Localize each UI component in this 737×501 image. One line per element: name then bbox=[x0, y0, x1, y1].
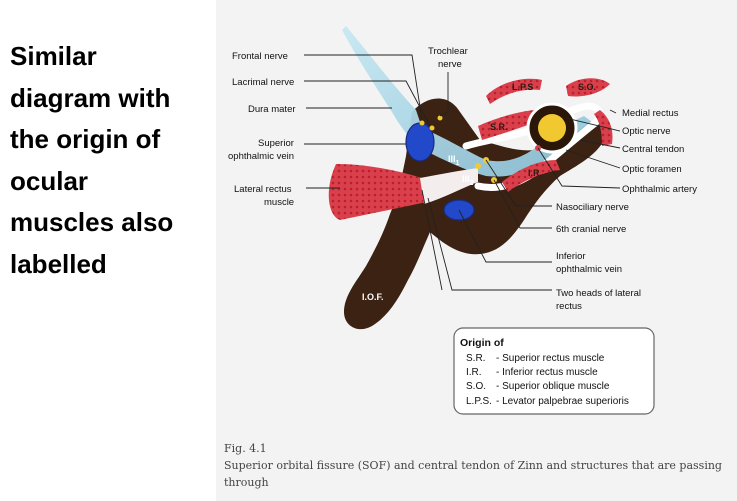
legend-text: - Superior oblique muscle bbox=[496, 381, 610, 392]
label-trochlear-nerve-1: Trochlear bbox=[428, 46, 468, 57]
label-optic-nerve: Optic nerve bbox=[622, 126, 671, 137]
slide-line: ocular bbox=[10, 161, 210, 203]
label-dura-mater: Dura mater bbox=[248, 104, 296, 115]
caption-text: Superior orbital fissure (SOF) and centr… bbox=[224, 459, 722, 489]
label-lateral-rectus-1: Lateral rectus bbox=[234, 184, 292, 195]
legend-text: - Superior rectus muscle bbox=[496, 353, 605, 364]
slide-line: labelled bbox=[10, 244, 210, 286]
slide-line: Similar bbox=[10, 36, 210, 78]
figure-number: Fig. 4.1 bbox=[224, 440, 729, 457]
legend-text: - Levator palpebrae superioris bbox=[496, 396, 629, 407]
frontal-nerve-dot bbox=[420, 121, 425, 126]
figure-panel: Frontal nerve Lacrimal nerve Dura mater … bbox=[216, 0, 737, 501]
marker-iof: I.O.F. bbox=[362, 292, 384, 302]
label-ophthalmic-artery: Ophthalmic artery bbox=[622, 184, 697, 195]
legend-abbr: I.R. bbox=[466, 367, 482, 378]
label-trochlear-nerve-2: nerve bbox=[438, 59, 462, 70]
slide-line: diagram with bbox=[10, 78, 210, 120]
figure-caption: Fig. 4.1 Superior orbital fissure (SOF) … bbox=[224, 440, 729, 491]
trochlear-nerve-dot bbox=[438, 116, 443, 121]
slide-line: muscles also bbox=[10, 202, 210, 244]
label-lateral-rectus-2: muscle bbox=[264, 197, 294, 208]
legend-abbr: L.P.S. bbox=[466, 396, 492, 407]
lacrimal-nerve-dot bbox=[430, 126, 435, 131]
label-superior-ophthalmic-vein-1: Superior bbox=[258, 138, 294, 149]
label-frontal-nerve: Frontal nerve bbox=[232, 51, 288, 62]
legend-abbr: S.O. bbox=[466, 381, 486, 392]
label-inferior-ophthalmic-vein-1: Inferior bbox=[556, 251, 586, 262]
legend-title: Origin of bbox=[460, 337, 504, 349]
label-two-heads-2: rectus bbox=[556, 301, 582, 312]
marker-so: S.O. bbox=[578, 82, 596, 92]
third-nerve-dot bbox=[475, 163, 481, 169]
label-inferior-ophthalmic-vein-2: ophthalmic vein bbox=[556, 264, 622, 275]
label-superior-ophthalmic-vein-2: ophthalmic vein bbox=[228, 151, 294, 162]
marker-ir: I.R. bbox=[528, 168, 542, 178]
label-central-tendon: Central tendon bbox=[622, 144, 684, 155]
label-medial-rectus: Medial rectus bbox=[622, 108, 679, 119]
origin-legend: Origin of S.R. - Superior rectus muscle … bbox=[454, 328, 654, 414]
label-lacrimal-nerve: Lacrimal nerve bbox=[232, 77, 294, 88]
optic-nerve bbox=[538, 114, 566, 142]
slide-line: the origin of bbox=[10, 119, 210, 161]
label-sixth-cranial-nerve: 6th cranial nerve bbox=[556, 224, 626, 235]
label-nasociliary-nerve: Nasociliary nerve bbox=[556, 202, 629, 213]
label-two-heads-1: Two heads of lateral bbox=[556, 288, 641, 299]
marker-sr: S.R. bbox=[490, 122, 508, 132]
marker-lps: L.P.S bbox=[512, 82, 533, 92]
legend-abbr: S.R. bbox=[466, 353, 485, 364]
slide-text: Similar diagram with the origin of ocula… bbox=[10, 36, 210, 285]
orbit-diagram: Frontal nerve Lacrimal nerve Dura mater … bbox=[216, 0, 737, 440]
label-optic-foramen: Optic foramen bbox=[622, 164, 682, 175]
legend-text: - Inferior rectus muscle bbox=[496, 367, 598, 378]
